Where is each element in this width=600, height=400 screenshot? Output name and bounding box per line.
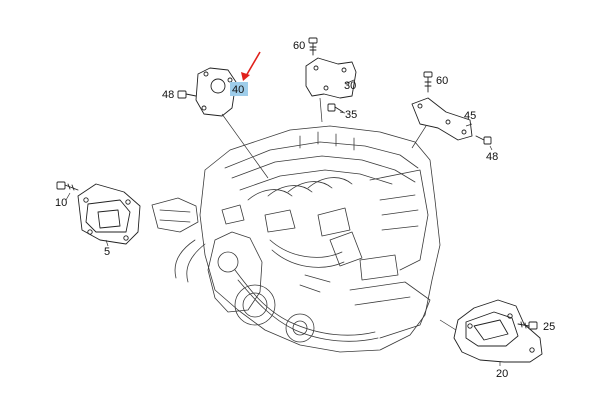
bolt-60-right (423, 71, 433, 93)
callout-40: 40 (232, 84, 244, 96)
bolt-48-right (475, 135, 492, 145)
callout-25: 25 (543, 321, 555, 333)
callout-48-left: 48 (162, 89, 174, 101)
bolt-35 (327, 103, 344, 113)
callout-40-highlight (230, 82, 248, 96)
part-45-bracket (411, 97, 473, 141)
callout-48-right: 48 (486, 151, 498, 163)
part-30-bracket (305, 57, 357, 99)
part-20-mount (453, 299, 543, 363)
callout-45: 45 (464, 110, 476, 122)
engine-assembly (151, 125, 441, 353)
callout-60-top: 60 (293, 40, 305, 52)
callout-5: 5 (104, 246, 110, 258)
bolt-10 (56, 181, 79, 191)
pointer-arrow (241, 51, 261, 81)
bolt-60-top (308, 37, 318, 56)
callout-20: 20 (496, 368, 508, 380)
part-40-plate (195, 67, 237, 117)
part-5-housing (77, 183, 141, 245)
bolt-48-left (177, 90, 197, 99)
callout-35: 35 (345, 109, 357, 121)
bolt-25 (517, 321, 538, 330)
callout-10: 10 (55, 197, 67, 209)
callout-60-right: 60 (436, 75, 448, 87)
callout-30: 30 (344, 80, 356, 92)
